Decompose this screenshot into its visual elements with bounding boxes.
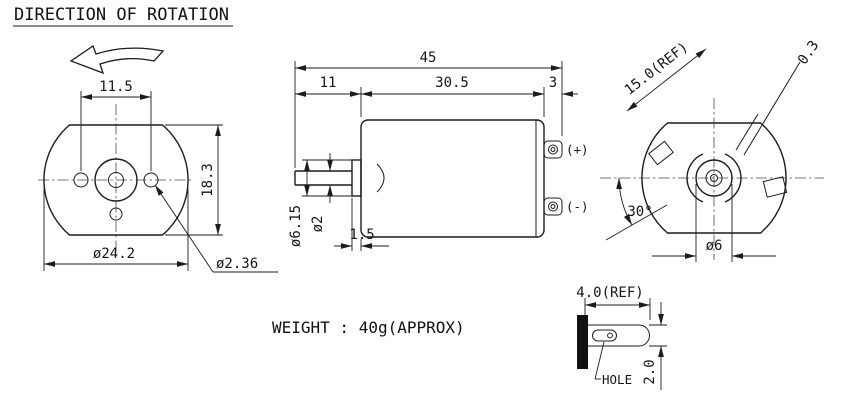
dim-rear-shaft-diameter: ø6 (652, 184, 776, 262)
body-length-label: 30.5 (435, 75, 469, 91)
terminal-detail-view: 4.0(REF) 2.0 HOLE (576, 285, 667, 390)
detail-width-label: 4.0(REF) (576, 285, 643, 301)
motor-body (360, 119, 545, 238)
internal-bearing-arc (376, 163, 385, 193)
terminal-slot (592, 329, 617, 342)
rear-view: 15.0(REF) 0.3 30° ø6 (600, 38, 824, 262)
front-hole-diameter-label: ø2.36 (216, 256, 258, 272)
terminal-negative-label: (-) (566, 199, 589, 214)
terminal-positive-tab (543, 140, 563, 159)
dim-front-height: 18.3 (165, 124, 223, 236)
shaft-diameter-label: ø2 (310, 216, 326, 233)
dim-detail-width: 4.0(REF) (576, 285, 651, 320)
title-block: DIRECTION OF ROTATION (13, 5, 233, 27)
terminal-tab-outline (588, 324, 650, 347)
rear-shaft-center (710, 174, 718, 182)
weight-note: WEIGHT : 40g(APPROX) (272, 318, 465, 337)
terminal-slot-hole (607, 332, 613, 339)
rear-shaft-diameter-label: ø6 (706, 238, 723, 254)
rear-brush-arc-right (724, 153, 742, 203)
dim-tab-length: 15.0(REF) (622, 39, 707, 112)
front-mount-hole-left (73, 172, 89, 188)
dim-front-hole-spacing: 11.5 (80, 79, 152, 171)
terminal-length-label: 3 (549, 75, 557, 91)
rear-shaft-end (705, 169, 723, 187)
rotation-direction-arrow (69, 44, 165, 75)
dim-shaft-diameter: ø2 (310, 153, 333, 233)
front-hub-circle (94, 158, 138, 202)
dim-overall-length: 45 (294, 50, 563, 168)
front-diameter-label: ø24.2 (93, 246, 135, 262)
front-hole-spacing-label: 11.5 (99, 79, 133, 95)
front-height-label: 18.3 (200, 163, 216, 197)
shaft-length-label: 11 (320, 75, 337, 91)
front-view: 11.5 18.3 ø24.2 ø2.36 (38, 44, 278, 273)
terminal-positive-label: (+) (566, 142, 589, 157)
motor-front-outline (43, 124, 189, 236)
side-view: (+) (-) 45 11 30.5 3 ø6.15 (288, 50, 589, 251)
rear-vent-slot-left (648, 140, 674, 166)
rear-brush-arc-left (686, 153, 704, 203)
overall-length-label: 45 (420, 50, 437, 66)
hole-callout: HOLE (594, 341, 632, 387)
dim-boss-length: 1.5 (334, 198, 389, 251)
front-shaft-hole (108, 172, 124, 188)
hole-label: HOLE (602, 372, 632, 387)
front-mount-hole-right (143, 172, 159, 188)
dim-terminal-length: 3 (528, 75, 578, 97)
dim-detail-height: 2.0 (642, 302, 667, 390)
page-title: DIRECTION OF ROTATION (14, 5, 229, 25)
leader-front-hole-diameter: ø2.36 (154, 184, 278, 273)
rear-vent-slot-right (762, 176, 788, 198)
bearing-boss (351, 159, 362, 197)
dim-front-diameter: ø24.2 (43, 188, 189, 271)
motor-rear-outline (641, 122, 787, 234)
boss-diameter-label: ø6.15 (288, 205, 304, 247)
dim-body-length: 30.5 (361, 75, 545, 117)
terminal-negative-tab (543, 197, 563, 216)
dim-boss-diameter: ø6.15 (288, 159, 352, 247)
terminal-insulator-bar (577, 315, 588, 369)
rotation-angle-label: 30° (627, 204, 652, 220)
dim-shaft-length: 11 (295, 75, 362, 117)
front-lower-hole (109, 207, 123, 221)
boss-length-label: 1.5 (349, 227, 374, 243)
rear-bearing-circle (695, 159, 733, 197)
rear-tab-inner-line (735, 113, 759, 151)
dim-rotation-angle: 30° (605, 177, 668, 241)
detail-height-label: 2.0 (642, 359, 658, 384)
rear-tab-edge-line (743, 61, 801, 156)
